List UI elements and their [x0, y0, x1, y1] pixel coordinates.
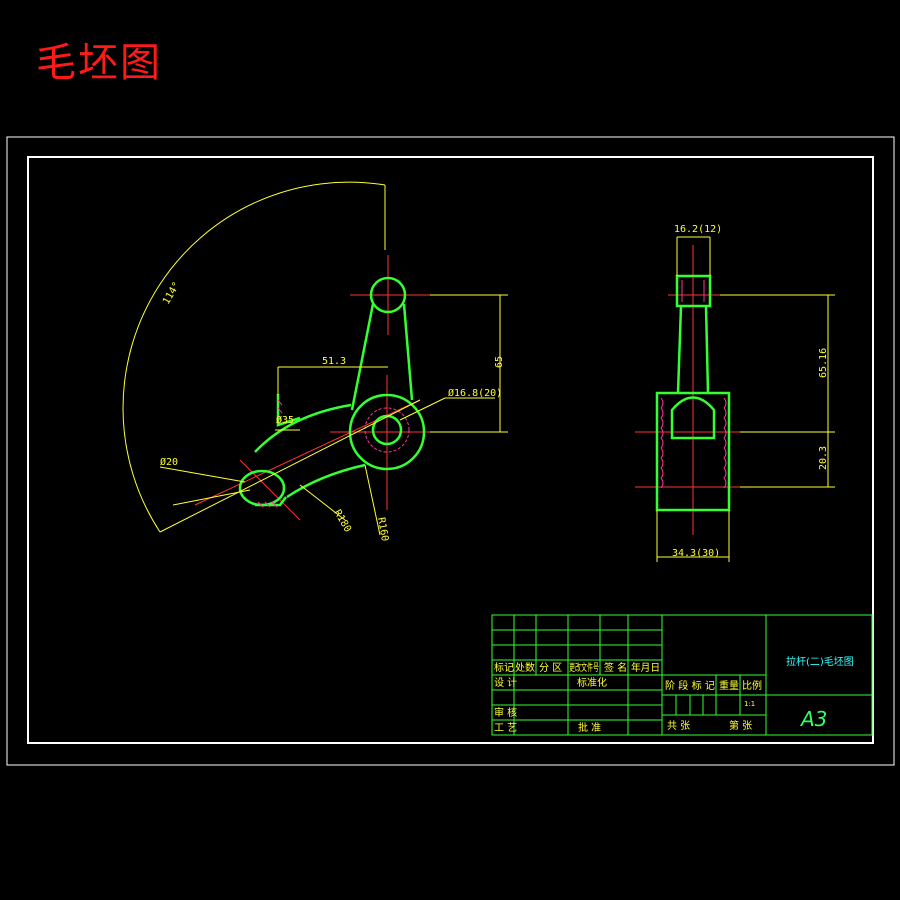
tb-header-mark: 标记 [494, 662, 514, 674]
tb-header-date: 年月日 [631, 661, 660, 674]
tb-approve: 批 准 [578, 721, 601, 734]
front-part-outline [238, 276, 426, 507]
front-view: 114° 51.3 65 Ø16.8(20) Ø35 Ø20 R180 R160 [122, 181, 508, 543]
tb-header-count: 处数 [515, 661, 535, 674]
tb-standardize: 标准化 [577, 676, 607, 689]
tb-total-sheets: 共 张 [667, 720, 690, 732]
tb-header-sign: 签 名 [604, 661, 627, 674]
tb-review: 审 核 [494, 706, 517, 719]
dim-angle-114: 114° [161, 280, 183, 306]
tb-design: 设 计 [494, 676, 517, 689]
side-center-lines [635, 245, 752, 535]
dim-top-width: 16.2(12) [674, 224, 722, 235]
tb-paper-size: A3 [799, 707, 827, 731]
title-block: 标记 处数 分 区 更改文件号 签 名 年月日 设 计 标准化 审 核 工 艺 … [491, 614, 873, 736]
tb-weight: 重量 [719, 679, 739, 692]
dim-height-65: 65 [494, 356, 505, 368]
dim-width-51-3: 51.3 [322, 356, 346, 367]
dim-radius-160: R160 [375, 517, 390, 543]
tb-header-doc: 更改文件号 [569, 661, 599, 674]
dim-boss-diameter: Ø35 [276, 414, 294, 426]
dim-radius-180: R180 [331, 508, 353, 534]
side-dimension-lines [656, 236, 835, 562]
dim-bottom-width: 34.3(30) [672, 548, 720, 559]
tb-drawing-name: 拉杆(二)毛坯图 [786, 655, 854, 668]
dim-small-end-diameter: Ø20 [160, 456, 178, 468]
tb-process: 工 艺 [494, 722, 517, 734]
side-view: 16.2(12) 65.16 20.3 34.3(30) [635, 224, 835, 562]
page-title: 毛坯图 [36, 40, 162, 86]
side-part-outline [655, 274, 731, 512]
tb-scale-value: 1:1 [744, 700, 755, 708]
side-section-hatch [660, 280, 727, 489]
dim-bore-diameter: Ø16.8(20) [448, 387, 502, 399]
outer-frame [6, 136, 895, 766]
title-block-grid [491, 614, 873, 736]
front-section-hatch [257, 399, 283, 508]
tb-sheet-number: 第 张 [729, 719, 752, 732]
tb-scale: 比例 [742, 679, 762, 692]
front-dimension-lines [122, 181, 508, 536]
tb-stage-mark: 阶 段 标 记 [665, 679, 715, 692]
dim-height-upper: 65.16 [818, 348, 829, 378]
tb-header-zone: 分 区 [539, 662, 562, 674]
dim-height-lower: 20.3 [818, 446, 829, 470]
inner-frame [27, 156, 874, 744]
